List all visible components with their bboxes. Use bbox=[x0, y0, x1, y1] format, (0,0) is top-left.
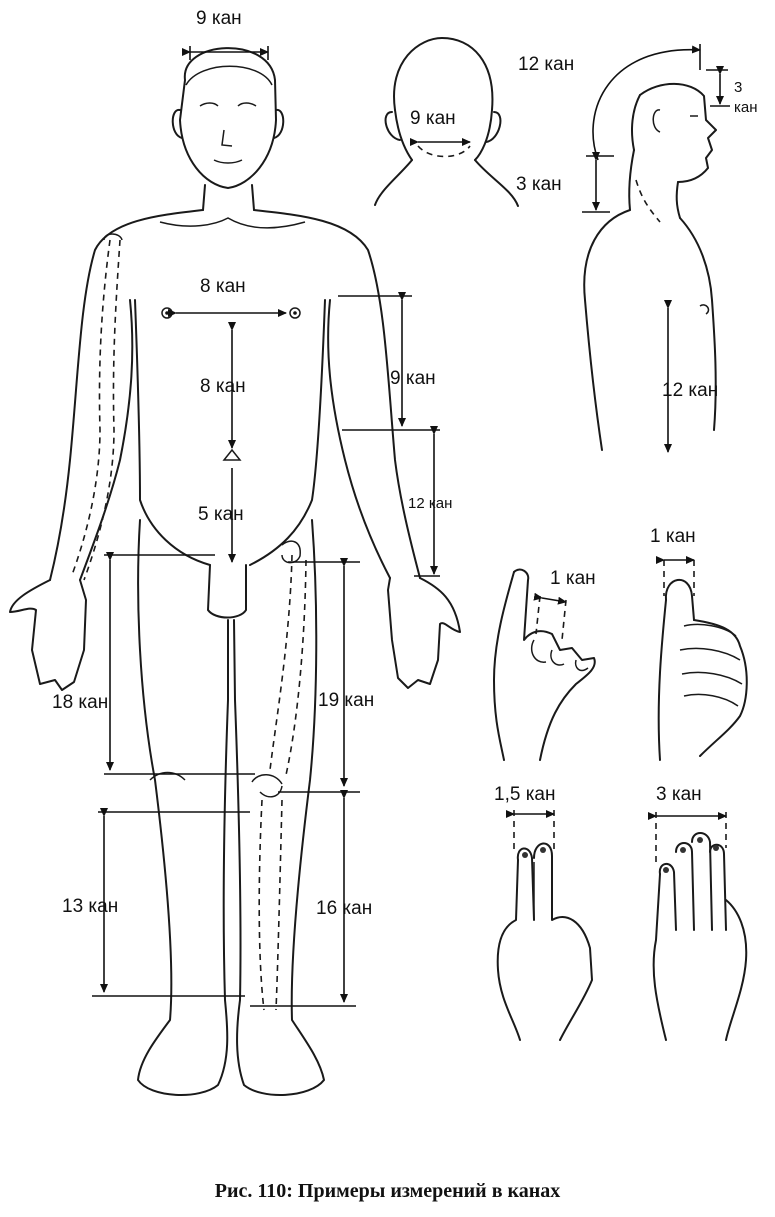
label-two-fingers: 1,5 кан bbox=[494, 784, 555, 805]
figure-caption: Рис. 110: Примеры измерений в канах bbox=[214, 1180, 561, 1202]
hand-thumb: 1 кан bbox=[650, 526, 748, 761]
label-nipples: 8 кан bbox=[200, 276, 246, 297]
label-head-arc: 12 кан bbox=[518, 54, 574, 75]
side-profile-figure: 12 кан 3 кан 3 кан 12 кан bbox=[516, 44, 758, 453]
front-measurements: 9 кан 8 кан 8 кан 5 кан 9 кан 12 кан 18 … bbox=[52, 8, 452, 1007]
label-thumb: 1 кан bbox=[650, 526, 696, 547]
label-finger-bend: 1 кан bbox=[550, 568, 596, 589]
label-shin-outer: 16 кан bbox=[316, 898, 372, 919]
label-navel-pubis: 5 кан bbox=[198, 504, 244, 525]
label-torso-side: 12 кан bbox=[662, 380, 718, 401]
label-forehead-hair-unit: кан bbox=[734, 99, 758, 116]
label-nape-width: 9 кан bbox=[410, 108, 456, 129]
hand-two-fingers: 1,5 кан bbox=[494, 784, 593, 1041]
hand-bent-finger: 1 кан bbox=[493, 568, 596, 761]
back-head-figure: 9 кан bbox=[374, 37, 519, 207]
label-arm-lower: 12 кан bbox=[408, 495, 452, 512]
label-head-width: 9 кан bbox=[196, 8, 242, 29]
front-body-figure bbox=[9, 47, 461, 1096]
label-shin-inner: 13 кан bbox=[62, 896, 118, 917]
hand-four-fingers: 3 кан bbox=[648, 784, 748, 1041]
label-thigh-outer: 19 кан bbox=[318, 690, 374, 711]
label-chest-navel: 8 кан bbox=[200, 376, 246, 397]
label-neck-hair: 3 кан bbox=[516, 174, 562, 195]
label-thigh-inner: 18 кан bbox=[52, 692, 108, 713]
label-four-fingers: 3 кан bbox=[656, 784, 702, 805]
label-forehead-hair: 3 bbox=[734, 79, 742, 96]
label-arm-upper: 9 кан bbox=[390, 368, 436, 389]
